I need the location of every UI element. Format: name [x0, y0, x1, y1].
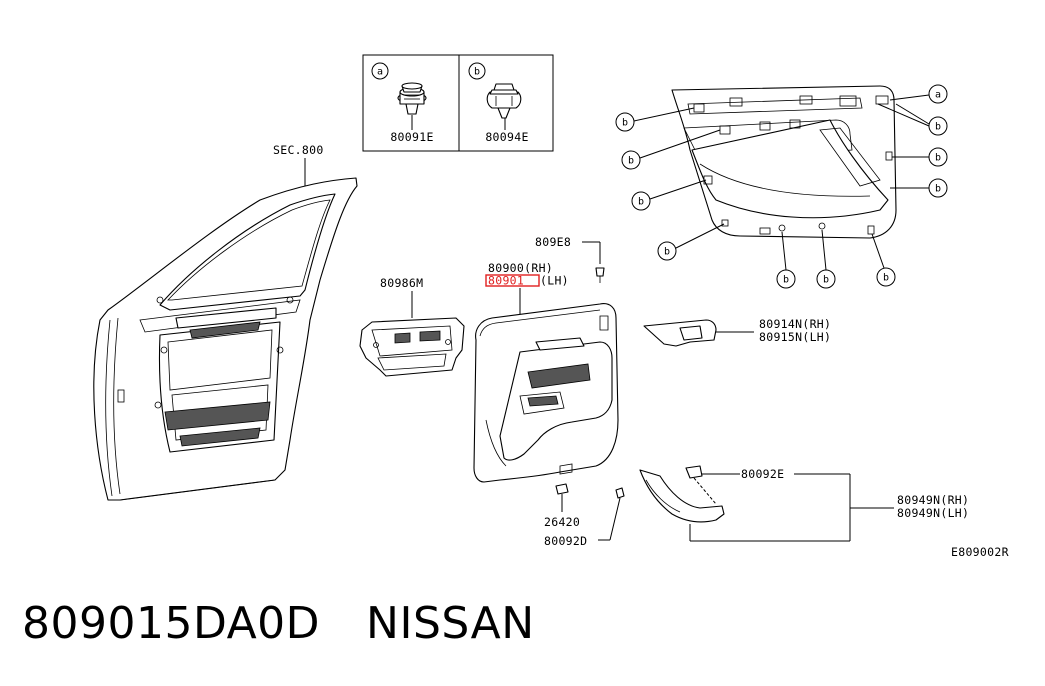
label-80914n: 80914N(RH) — [759, 317, 831, 331]
legend-bubble-b — [468, 62, 486, 80]
callout-bubbles: a b b b b b b b — [615, 84, 948, 289]
label-sec-800: SEC.800 — [273, 143, 324, 157]
fastener-legend: a b 80091E 80094E — [362, 54, 554, 152]
footer-caption: 809015DA0D NISSAN — [22, 598, 535, 649]
bubble-b-3: b — [935, 184, 941, 195]
label-80949n-rh: 80949N(RH) — [897, 493, 969, 507]
insulator-80986m: 80986M — [359, 276, 465, 377]
label-80901-lh: (LH) — [540, 274, 569, 288]
clip-80091e-drawing — [397, 82, 427, 115]
door-trim-80900: 80900(RH) 80901 (LH) 809E8 — [473, 235, 619, 483]
bubble-b-7: b — [664, 247, 670, 258]
clip-80092d-drawing — [615, 487, 625, 499]
label-80091e: 80091E — [390, 130, 433, 144]
part-number: 809015DA0D — [22, 598, 321, 649]
bubble-b-1: b — [935, 122, 941, 133]
diagram-code: E809002R — [951, 545, 1009, 559]
bubble-b-8: b — [783, 275, 789, 286]
bubble-b-10: b — [883, 273, 889, 284]
label-80949n-lh: 80949N(LH) — [897, 506, 969, 520]
label-80900-rh: 80900(RH) — [488, 261, 553, 275]
highlight-box — [485, 274, 540, 287]
legend-bubble-a — [371, 62, 389, 80]
clip-80092e-drawing — [685, 465, 703, 479]
bubble-b-5: b — [628, 156, 634, 167]
label-80915n: 80915N(LH) — [759, 330, 831, 344]
label-80092d: 80092D — [544, 534, 587, 548]
part-26420-80092d: 26420 80092D — [544, 483, 625, 548]
bubble-b-4: b — [622, 118, 628, 129]
part-80914n: 80914N(RH) 80915N(LH) — [643, 317, 831, 347]
door-shell: SEC.800 — [93, 143, 358, 501]
label-26420: 26420 — [544, 515, 580, 529]
clip-80094e-drawing — [486, 83, 522, 119]
legend-bubble-b-letter: b — [474, 67, 480, 78]
label-80094e: 80094E — [485, 130, 528, 144]
bubble-a: a — [935, 90, 941, 101]
legend-bubble-a-letter: a — [377, 67, 383, 78]
trim-back-view: a b b b b b b b — [615, 84, 948, 289]
label-809e8: 809E8 — [535, 235, 571, 249]
bubble-b-9: b — [823, 275, 829, 286]
label-80986m: 80986M — [380, 276, 423, 290]
brand-name: NISSAN — [366, 598, 535, 649]
label-80901-highlighted: 80901 — [488, 274, 524, 288]
label-80092e: 80092E — [741, 467, 784, 481]
bubble-b-2: b — [935, 153, 941, 164]
part-80949n: 80092E 80949N(RH) 80949N(LH) — [639, 465, 969, 542]
clip-809e8-drawing — [595, 267, 605, 277]
lamp-26420-drawing — [555, 483, 569, 495]
bubble-b-6: b — [638, 197, 644, 208]
